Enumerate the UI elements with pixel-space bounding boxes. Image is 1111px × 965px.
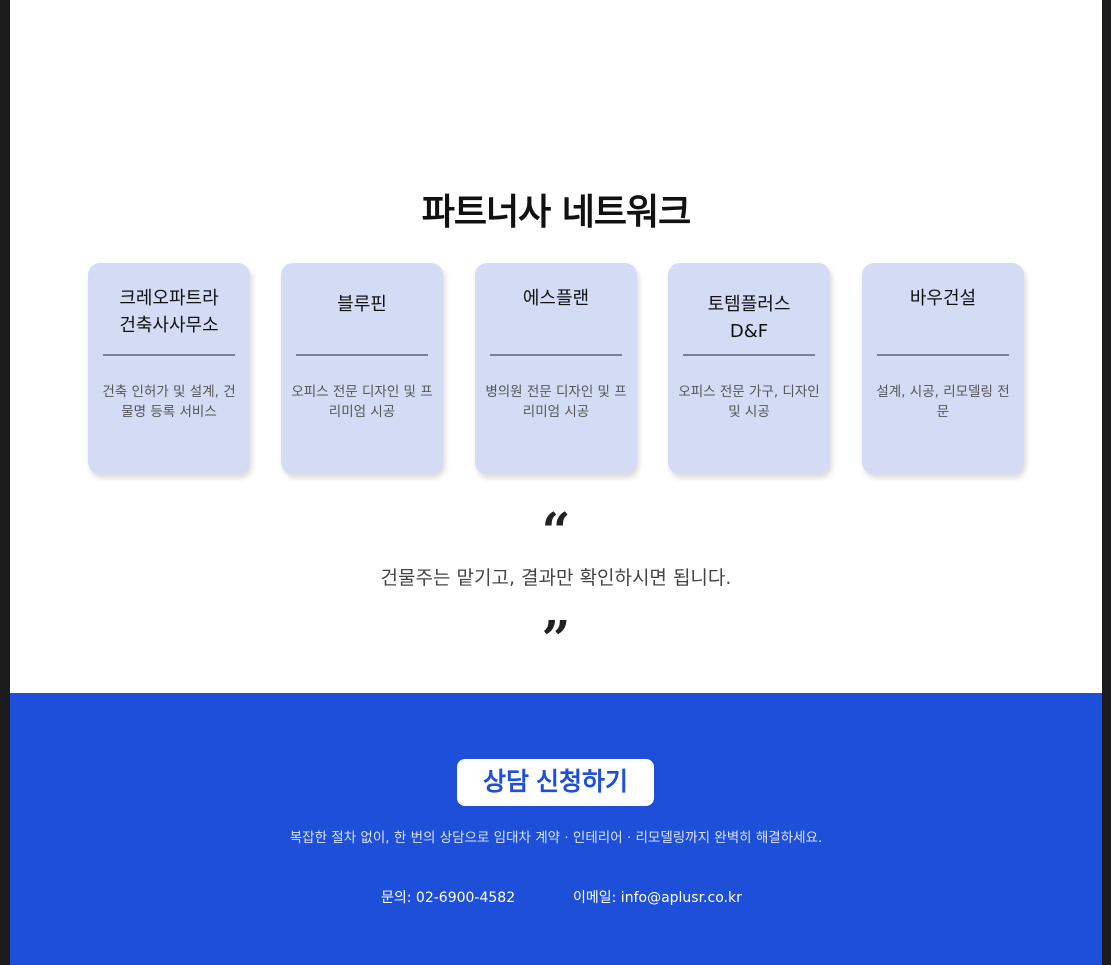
partner-card: 바우건설 설계, 시공, 리모델링 전문 [862, 263, 1024, 474]
divider [296, 354, 428, 356]
phone-contact: 문의: 02-6900-4582 [381, 890, 516, 906]
open-quote-icon: “ [541, 501, 571, 560]
page: ” 파트너사 네트워크 크레오파트라 건축사사무소 건축 인허가 및 설계, 건… [10, 0, 1102, 965]
cta-footer: 상담 신청하기 복잡한 절차 없이, 한 번의 상담으로 임대차 계약 · 인테… [10, 693, 1102, 965]
partner-name: 크레오파트라 건축사사무소 [119, 288, 219, 336]
partner-card: 크레오파트라 건축사사무소 건축 인허가 및 설계, 건물명 등록 서비스 [88, 263, 250, 474]
divider [877, 354, 1009, 356]
partner-desc: 오피스 전문 가구, 디자인 및 시공 [678, 384, 820, 420]
partner-name: 에스플랜 [522, 288, 590, 309]
partner-name: 블루핀 [337, 294, 387, 315]
partner-desc: 설계, 시공, 리모델링 전문 [876, 384, 1010, 420]
partner-name: 바우건설 [909, 288, 977, 309]
partner-desc: 병의원 전문 디자인 및 프리미엄 시공 [485, 384, 627, 420]
partner-card: 에스플랜 병의원 전문 디자인 및 프리미엄 시공 [475, 263, 637, 474]
section-title: 파트너사 네트워크 [421, 192, 692, 233]
divider [103, 354, 235, 356]
close-quote-icon: ” [541, 609, 571, 668]
consult-request-button[interactable]: 상담 신청하기 [457, 759, 654, 806]
email-contact[interactable]: 이메일: info@aplusr.co.kr [573, 890, 742, 906]
footer-description: 복잡한 절차 없이, 한 번의 상담으로 임대차 계약 · 인테리어 · 리모델… [289, 830, 823, 846]
partner-desc: 건축 인허가 및 설계, 건물명 등록 서비스 [102, 384, 236, 420]
slogan: 건물주는 맡기고, 결과만 확인하시면 됩니다. [380, 567, 732, 589]
partner-card: 토템플러스 D&F 오피스 전문 가구, 디자인 및 시공 [668, 263, 830, 474]
partner-name: 토템플러스 D&F [707, 294, 791, 342]
divider [490, 354, 622, 356]
partner-card: 블루핀 오피스 전문 디자인 및 프리미엄 시공 [281, 263, 443, 474]
divider [683, 354, 815, 356]
close-quote-icon: ” [541, 0, 571, 32]
partner-desc: 오피스 전문 디자인 및 프리미엄 시공 [291, 384, 433, 420]
